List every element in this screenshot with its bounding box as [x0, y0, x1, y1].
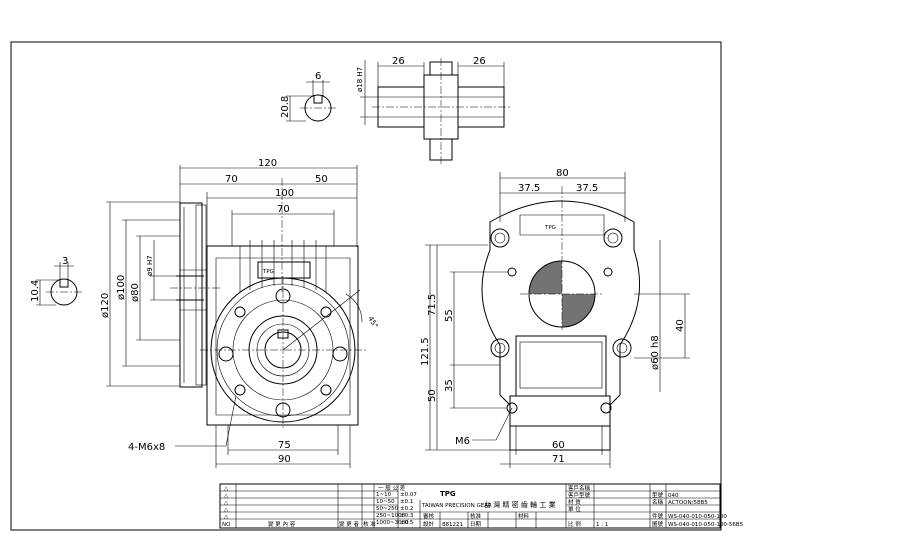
drawno-label: 件號: [652, 512, 664, 520]
side-view: 80 37.5 37.5 TPG 121.5: [420, 168, 690, 468]
dim-70-left: 70: [225, 174, 238, 185]
design-date: 881221: [442, 522, 463, 528]
tol-5-val: ±0.5: [400, 520, 414, 526]
tol-4-val: ±0.3: [400, 513, 414, 519]
tolerance-header: 一 般 公 差: [378, 484, 406, 492]
dim-37-5-b: 37.5: [576, 183, 598, 194]
tol-5-range: 1000~3000: [376, 520, 409, 526]
tol-2-val: ±0.1: [400, 499, 413, 505]
company-logo-sub: TAIWAN PRECISION GEAR: [421, 503, 492, 509]
shaft-detail: 10.4 3: [30, 256, 84, 306]
col-no: NO: [222, 522, 231, 528]
rev-tri-4: △: [224, 507, 229, 513]
partno-value: WS-040-010-050-100-56B5: [668, 522, 744, 528]
partno-label: 圖號: [652, 520, 664, 528]
front-view: 120 70 50 100 70: [100, 158, 379, 468]
check-label: 審核: [423, 512, 435, 520]
dim-37-5-a: 37.5: [518, 183, 540, 194]
approve-label: 核准: [470, 512, 482, 520]
dim-121-5: 121.5: [420, 337, 431, 366]
scale-value: 1 : 1: [596, 522, 608, 528]
dim-dia-80: ø80: [130, 283, 141, 302]
dim-10-4: 10.4: [30, 280, 41, 302]
material-label: 材料: [518, 512, 530, 520]
drawing-border: [10, 41, 722, 531]
dim-71: 71: [552, 454, 565, 465]
tol-2-range: 10~50: [376, 499, 395, 505]
dim-71-5: 71.5: [427, 294, 438, 316]
size-label: 材 質: [568, 498, 581, 506]
tol-4-range: 250~1000: [376, 513, 406, 519]
rev-tri-2: △: [224, 493, 229, 499]
dim-hub-right: 26: [473, 56, 486, 67]
dim-90: 90: [278, 454, 291, 465]
type-label: 型號: [652, 491, 664, 499]
dim-120: 120: [258, 158, 277, 169]
tol-3-val: ±0.2: [400, 506, 413, 512]
change-desc: 變 更 內 容: [268, 520, 296, 528]
change-sign: 核 准: [363, 520, 376, 528]
coupling-section: 26 26 ø18 H7: [356, 56, 510, 166]
scale-label: 比 例: [568, 520, 581, 528]
front-badge: TPG: [262, 269, 274, 275]
dim-60: 60: [552, 440, 565, 451]
dim-35: 35: [444, 379, 455, 392]
dim-75: 75: [278, 440, 291, 451]
unit-label: 單 位: [568, 505, 581, 513]
dim-right-80: 80: [556, 168, 569, 179]
dim-dia-120: ø120: [100, 293, 111, 318]
drawno-value: WS-040-010-050-100: [668, 514, 727, 520]
dim-55: 55: [444, 309, 455, 322]
tol-1-val: ±0.07: [400, 492, 417, 498]
dim-bore-h7: ø18 H7: [356, 67, 364, 92]
company-logo: TPG: [440, 490, 456, 498]
company-name: 台 灣 精 密 齒 輪 工 業: [484, 500, 556, 509]
thread-callout: 4-M6x8: [128, 442, 165, 453]
title-block: △ △ △ △ △ NO 變 更 內 容 變 更 者 核 准 一 般 公 差 1…: [219, 483, 744, 529]
dim-key-width: 6: [315, 71, 321, 82]
design-label: 設計: [423, 520, 435, 528]
model-label: 客戶型號: [568, 491, 591, 499]
dim-key-height: 20.8: [280, 96, 291, 118]
keyway-detail: 6 20.8: [280, 71, 336, 122]
date-label: 日期: [470, 521, 482, 528]
dim-hub-left: 26: [392, 56, 405, 67]
dim-angle-45: 45°: [366, 315, 379, 330]
tol-3-range: 50~250: [376, 506, 399, 512]
dim-3: 3: [62, 256, 68, 267]
tol-1-range: 1~10: [376, 492, 392, 498]
dim-50: 50: [315, 174, 328, 185]
rev-tri-3: △: [224, 500, 229, 506]
dim-100: 100: [275, 188, 294, 199]
dim-40: 40: [675, 319, 686, 332]
m6-callout: M6: [455, 436, 470, 447]
side-badge: TPG: [544, 225, 556, 231]
customer-label: 客戶名稱: [568, 484, 591, 492]
name-value: ACTOON/58B5: [668, 500, 708, 506]
dim-50-h: 50: [427, 389, 438, 402]
dim-bore-9: ø9 H7: [146, 255, 154, 276]
rev-tri-5: △: [224, 514, 229, 520]
change-date: 變 更 者: [339, 520, 359, 528]
dim-dia-100: ø100: [116, 275, 127, 300]
rev-tri-1: △: [224, 486, 229, 492]
name-label: 名稱: [652, 498, 664, 506]
dim-70-inner: 70: [277, 204, 290, 215]
type-value: 040: [668, 493, 679, 499]
dim-dia-60-h8: ø60 h8: [650, 335, 661, 370]
